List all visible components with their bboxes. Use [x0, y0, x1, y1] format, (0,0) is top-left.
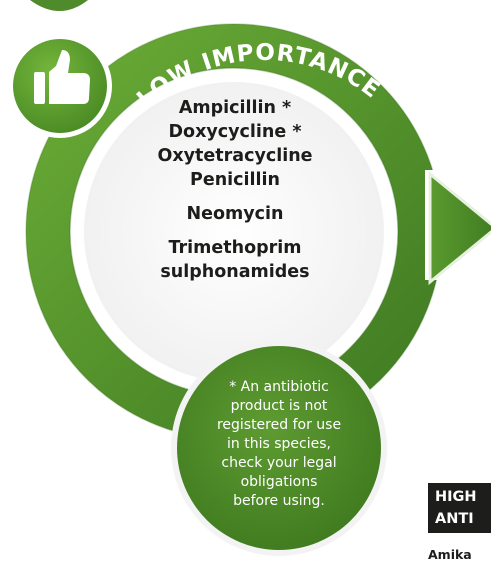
high-header-line2: ANTI	[435, 511, 474, 527]
note-bubble	[171, 340, 387, 556]
note-line: * An antibiotic	[229, 379, 329, 395]
drug-list: Ampicillin * Doxycycline * Oxytetracycli…	[120, 96, 350, 284]
thumbs-up-badge	[8, 34, 112, 138]
drug-item: Penicillin	[190, 170, 280, 190]
drug-item: Ampicillin *	[178, 98, 292, 118]
next-section-drug: Amika	[428, 547, 472, 562]
drug-item: Trimethoprim	[168, 238, 302, 258]
high-header-line1: HIGH	[435, 489, 477, 505]
next-arrow	[425, 170, 491, 286]
drug-item: Doxycycline *	[168, 122, 302, 142]
drug-item: sulphonamides	[160, 262, 310, 282]
drug-item: Oxytetracycline	[157, 146, 313, 166]
thumbs-up-icon	[34, 50, 90, 104]
note-line: product is not	[230, 398, 328, 414]
registration-note: * An antibiotic product is not registere…	[204, 378, 354, 511]
note-line: before using.	[233, 493, 325, 509]
drug-item: Neomycin	[186, 204, 284, 224]
inner-disk	[84, 82, 384, 382]
note-line: registered for use	[216, 417, 342, 433]
note-line: check your legal	[221, 455, 337, 471]
note-line: obligations	[240, 474, 318, 490]
note-line: in this species,	[227, 436, 331, 452]
top-blob	[30, 0, 88, 11]
high-importance-header: HIGH ANTI	[428, 483, 491, 533]
